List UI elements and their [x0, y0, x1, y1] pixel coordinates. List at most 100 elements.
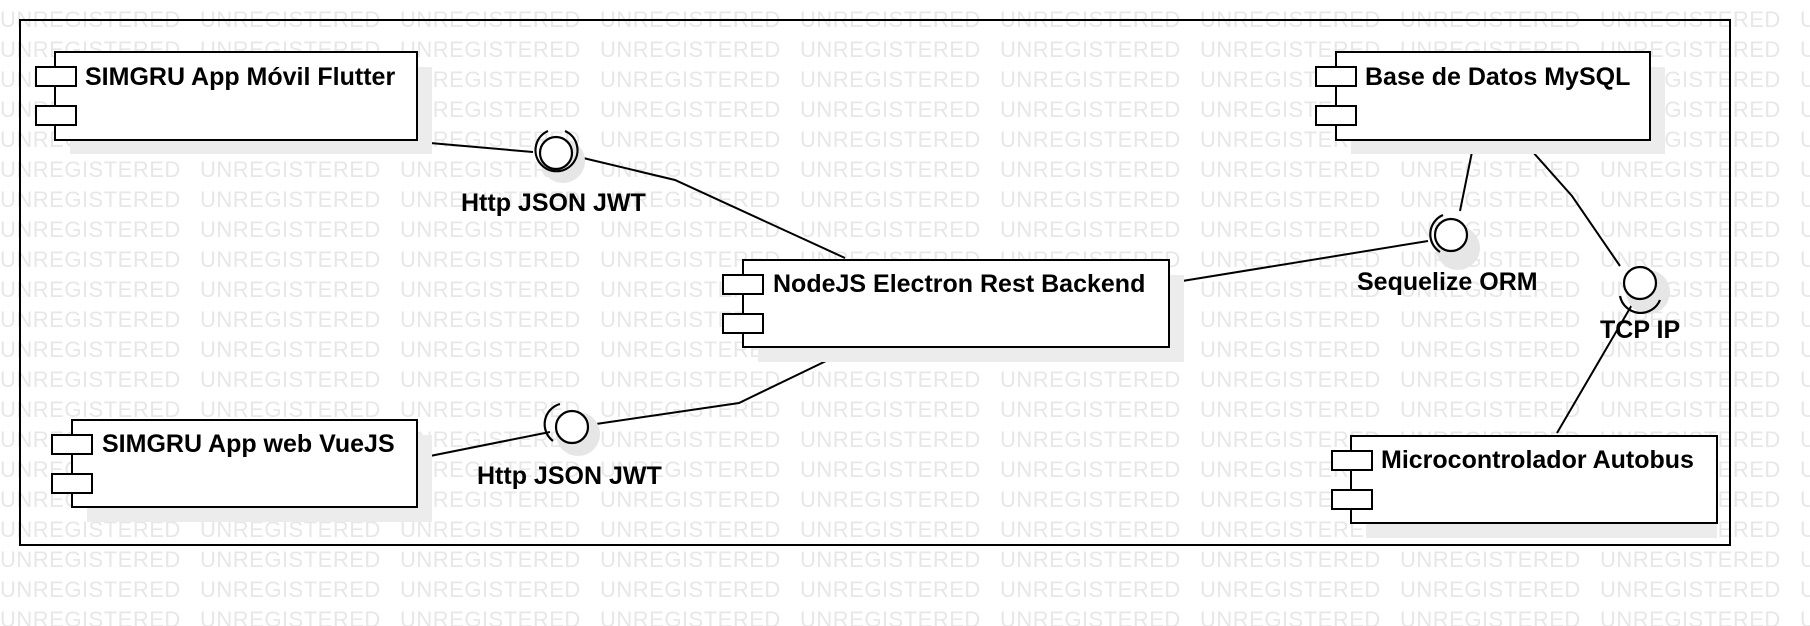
watermark-text: UNREGISTERED — [1200, 337, 1381, 362]
watermark-text: UNREGISTERED — [800, 457, 981, 482]
component-micro[interactable]: Microcontrolador Autobus — [1331, 435, 1718, 538]
watermark-text: UNREGISTERED — [1400, 607, 1581, 626]
watermark-text: UNREGISTERED — [1200, 577, 1381, 602]
watermark-text: UNREGISTERED — [600, 547, 781, 572]
component-backend[interactable]: NodeJS Electron Rest Backend — [722, 259, 1184, 362]
watermark-text: UNREGISTERED — [400, 217, 581, 242]
ball-icon — [1622, 265, 1658, 301]
watermark-text: UNREGISTERED — [600, 487, 781, 512]
component-label-vue: SIMGRU App web VueJS — [102, 430, 395, 458]
watermark-text: UNREGISTERED — [1600, 547, 1781, 572]
watermark-text: UNREGISTERED — [1800, 367, 1810, 392]
watermark-text: UNREGISTERED — [1000, 157, 1181, 182]
watermark-text: UNREGISTERED — [0, 277, 181, 302]
interface-http-bottom[interactable]: Http JSON JWT — [477, 402, 662, 490]
watermark-text: UNREGISTERED — [800, 157, 981, 182]
component-box — [742, 259, 1170, 348]
watermark-text: UNREGISTERED — [1000, 487, 1181, 512]
watermark-text: UNREGISTERED — [600, 97, 781, 122]
watermark-text: UNREGISTERED — [200, 577, 381, 602]
watermark-text: UNREGISTERED — [0, 187, 181, 212]
connections — [406, 140, 1634, 459]
interface-http-top[interactable]: Http JSON JWT — [461, 129, 646, 217]
watermark-text: UNREGISTERED — [1000, 67, 1181, 92]
component-mysql[interactable]: Base de Datos MySQL — [1315, 51, 1665, 154]
watermark-text: UNREGISTERED — [200, 217, 381, 242]
watermark-text: UNREGISTERED — [1400, 247, 1581, 272]
watermark-text: UNREGISTERED — [600, 577, 781, 602]
watermark-text: UNREGISTERED — [1400, 577, 1581, 602]
watermark-text: UNREGISTERED — [600, 517, 781, 542]
edge-backend-orm[interactable] — [1169, 240, 1429, 284]
watermark-text: UNREGISTERED — [1000, 457, 1181, 482]
watermark-text: UNREGISTERED — [1200, 187, 1381, 212]
watermark-text: UNREGISTERED — [400, 277, 581, 302]
interface-sequelize-orm[interactable]: Sequelize ORM — [1357, 213, 1538, 296]
component-port-icon — [51, 434, 93, 455]
watermark-text: UNREGISTERED — [400, 247, 581, 272]
watermark-text: UNREGISTERED — [1800, 427, 1810, 452]
watermark-text: UNREGISTERED — [1800, 457, 1810, 482]
watermark-text: UNREGISTERED — [1400, 157, 1581, 182]
interface-label-http-top: Http JSON JWT — [461, 189, 646, 217]
edge-http-top-backend[interactable] — [578, 156, 846, 259]
socket-icon — [534, 129, 579, 173]
edge-http-bottom-backend[interactable] — [595, 347, 854, 425]
watermark-text: UNREGISTERED — [1800, 517, 1810, 542]
watermark-text: UNREGISTERED — [1600, 397, 1781, 422]
watermark-text: UNREGISTERED — [400, 337, 581, 362]
component-box — [71, 419, 418, 508]
watermark-text: UNREGISTERED — [1800, 127, 1810, 152]
interface-label-http-bottom: Http JSON JWT — [477, 462, 662, 490]
edge-vue-http-bottom[interactable] — [419, 431, 551, 459]
component-box — [1335, 51, 1651, 141]
edge-tcp-micro[interactable] — [1556, 302, 1634, 434]
watermark-text: UNREGISTERED — [0, 607, 181, 626]
edge-mysql-tcp[interactable] — [1523, 141, 1621, 267]
watermark-text: UNREGISTERED — [1200, 547, 1381, 572]
watermark-text: UNREGISTERED — [1000, 217, 1181, 242]
watermark-text: UNREGISTERED — [600, 457, 781, 482]
component-port-icon — [1315, 66, 1357, 87]
watermark-text: UNREGISTERED — [200, 307, 381, 332]
watermark-text: UNREGISTERED — [1000, 127, 1181, 152]
watermark-text: UNREGISTERED — [400, 607, 581, 626]
watermark-text: UNREGISTERED — [600, 127, 781, 152]
interface-tcp-ip[interactable]: TCP IP — [1600, 265, 1680, 344]
watermark-text: UNREGISTERED — [1000, 607, 1181, 626]
watermark-text: UNREGISTERED — [200, 607, 381, 626]
watermark-text: UNREGISTERED — [0, 547, 181, 572]
ball-icon — [1433, 217, 1469, 253]
watermark-text: UNREGISTERED — [200, 397, 381, 422]
watermark-text: UNREGISTERED — [1200, 397, 1381, 422]
watermark-text: UNREGISTERED — [1000, 397, 1181, 422]
watermark-text: UNREGISTERED — [0, 217, 181, 242]
component-port-icon — [1331, 489, 1373, 510]
watermark-text: UNREGISTERED — [1400, 187, 1581, 212]
watermark-text: UNREGISTERED — [0, 157, 181, 182]
component-port-icon — [1331, 450, 1373, 471]
component-port-icon — [1315, 105, 1357, 126]
watermark-text: UNREGISTERED — [1400, 337, 1581, 362]
watermark-text: UNREGISTERED — [1800, 217, 1810, 242]
component-vue[interactable]: SIMGRU App web VueJS — [51, 419, 432, 522]
watermark-text: UNREGISTERED — [1600, 607, 1781, 626]
component-flutter[interactable]: SIMGRU App Móvil Flutter — [35, 51, 432, 154]
watermark-text: UNREGISTERED — [1800, 577, 1810, 602]
watermark-text: UNREGISTERED — [1800, 337, 1810, 362]
watermark-text: UNREGISTERED — [600, 67, 781, 92]
watermark-text: UNREGISTERED — [200, 247, 381, 272]
watermark-text: UNREGISTERED — [800, 547, 981, 572]
watermark-text: UNREGISTERED — [1000, 577, 1181, 602]
socket-icon — [1429, 213, 1444, 253]
watermark-text: UNREGISTERED — [1800, 97, 1810, 122]
watermark-text: UNREGISTERED — [800, 577, 981, 602]
watermark-text: UNREGISTERED — [0, 247, 181, 272]
watermark-text: UNREGISTERED — [400, 37, 581, 62]
component-port-icon — [35, 66, 77, 87]
watermark-text: UNREGISTERED — [0, 337, 181, 362]
component-label-micro: Microcontrolador Autobus — [1381, 446, 1694, 474]
watermark-text: UNREGISTERED — [1200, 367, 1381, 392]
component-label-flutter: SIMGRU App Móvil Flutter — [85, 63, 395, 91]
